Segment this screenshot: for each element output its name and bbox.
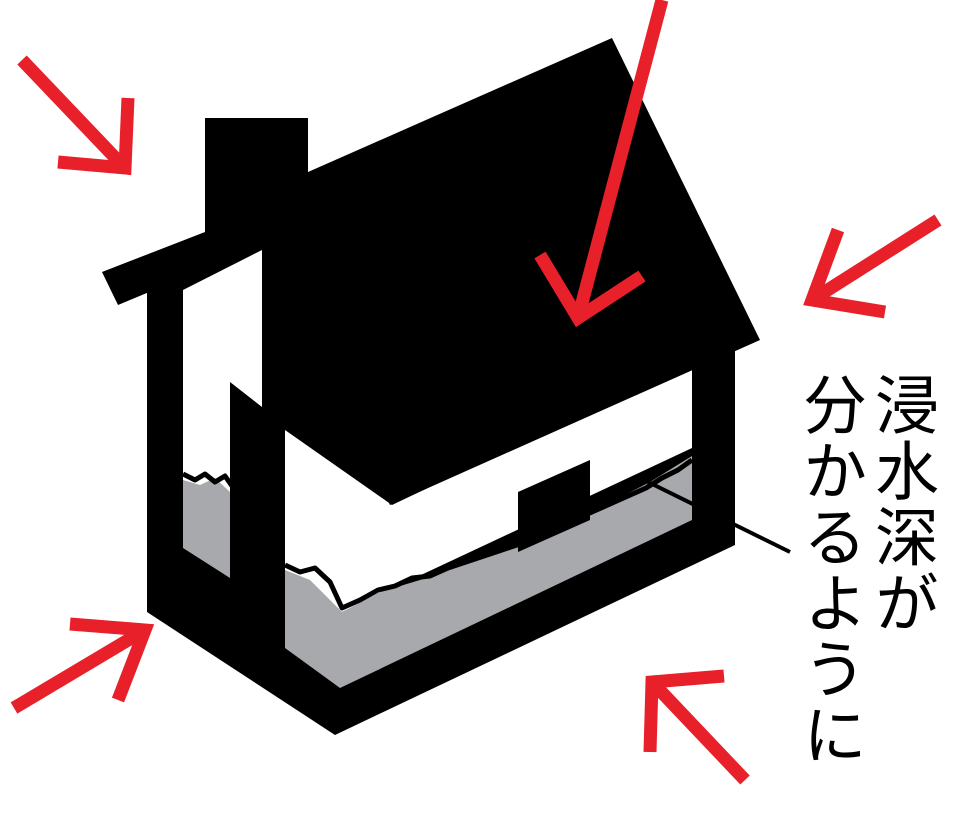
arrow-bottom-left (14, 624, 145, 708)
arrow-bottom-right (650, 676, 745, 780)
arrow-top-left (22, 60, 128, 168)
door (230, 382, 285, 650)
caption-line-2: 分かるように (790, 372, 868, 768)
arrow-right (812, 220, 938, 312)
caption-line-1: 浸水深が (862, 372, 940, 636)
